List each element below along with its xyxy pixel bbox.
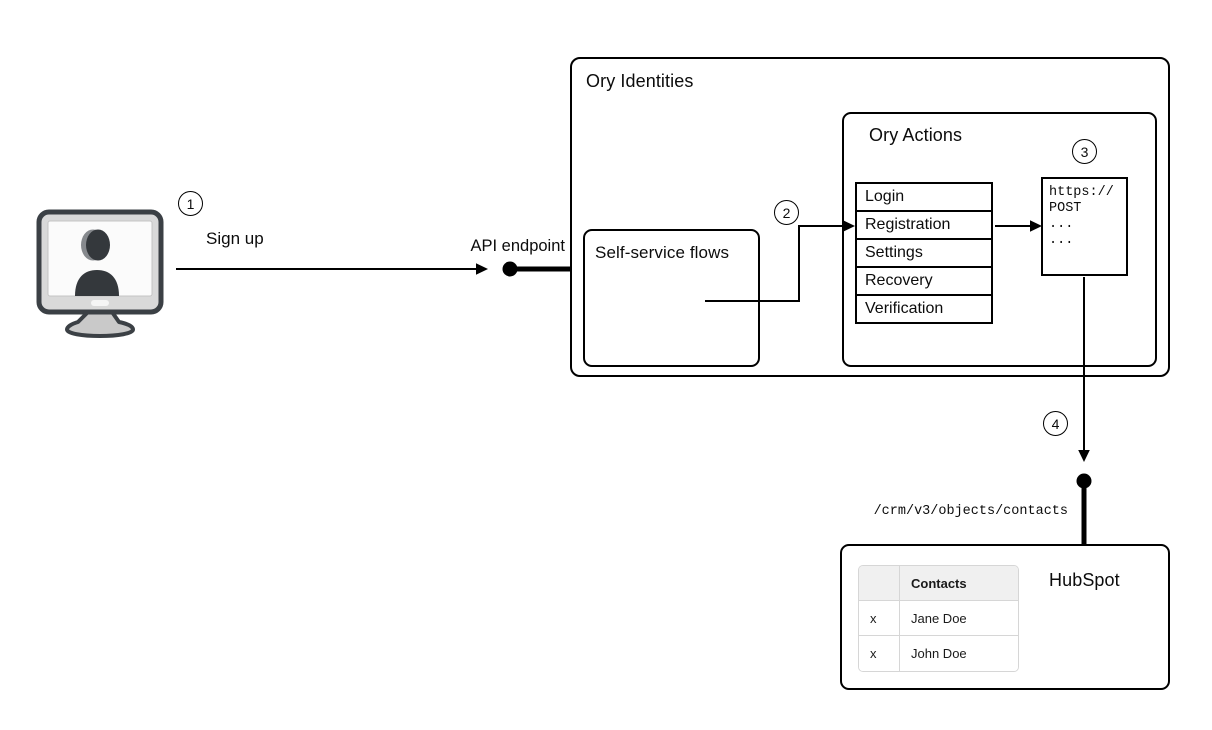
flow-item-login: Login xyxy=(855,182,993,212)
step-4-number: 4 xyxy=(1051,415,1060,432)
row-marker-cell: x xyxy=(859,601,900,636)
self-service-flows-title: Self-service flows xyxy=(595,243,730,262)
flow-to-registration-arrowhead-icon xyxy=(843,220,855,232)
step-4-badge: 4 xyxy=(1043,411,1068,436)
monitor-button xyxy=(91,300,109,306)
flow-item-settings: Settings xyxy=(855,238,993,268)
webhook-code-box: https:// POST ... ... xyxy=(1041,177,1128,276)
ory-actions-title: Ory Actions xyxy=(869,125,963,145)
registration-to-webhook-arrowhead-icon xyxy=(1030,220,1042,232)
contacts-table: Contacts x Jane Doe x John Doe xyxy=(858,565,1019,672)
self-service-flows-box: Self-service flows xyxy=(583,229,760,367)
step-2-badge: 2 xyxy=(774,200,799,225)
webhook-to-hubspot-arrowhead-icon xyxy=(1078,450,1090,462)
ory-identities-title: Ory Identities xyxy=(586,71,694,91)
code-line: ... xyxy=(1049,233,1074,248)
code-line: ... xyxy=(1049,217,1074,232)
flow-to-registration-line xyxy=(705,225,844,302)
ory-actions-box: Ory Actions xyxy=(842,112,1157,367)
row-marker-cell: x xyxy=(859,636,900,671)
user-silhouette xyxy=(75,229,119,296)
flow-list: Login Registration Settings Recovery Ver… xyxy=(855,182,993,324)
api-endpoint-label: API endpoint xyxy=(470,237,566,255)
contacts-table-row: x Jane Doe xyxy=(859,601,1018,636)
step-2-number: 2 xyxy=(782,204,791,221)
step-3-badge: 3 xyxy=(1072,139,1097,164)
step-1-badge: 1 xyxy=(178,191,203,216)
signup-arrowhead-icon xyxy=(476,263,488,275)
flow-item-verification: Verification xyxy=(855,294,993,324)
hubspot-endpoint-dot-icon xyxy=(1076,473,1092,489)
hubspot-box: HubSpot Contacts x Jane Doe x John Doe xyxy=(840,544,1170,690)
header-cell-contacts: Contacts xyxy=(900,566,1018,601)
contacts-table-header-row: Contacts xyxy=(859,566,1018,601)
sign-up-label: Sign up xyxy=(206,229,264,248)
flow-item-registration: Registration xyxy=(855,210,993,240)
hubspot-title: HubSpot xyxy=(1049,570,1120,590)
code-line: POST xyxy=(1049,201,1082,216)
crm-path-label: /crm/v3/objects/contacts xyxy=(873,504,1068,519)
code-line: https:// xyxy=(1049,185,1114,200)
monitor-stand xyxy=(65,310,135,338)
ory-identities-box: Ory Identities xyxy=(570,57,1170,377)
contacts-table-row: x John Doe xyxy=(859,636,1018,671)
api-endpoint-dot-icon xyxy=(502,261,518,277)
step-3-number: 3 xyxy=(1080,143,1089,160)
contact-name-cell: John Doe xyxy=(900,636,1018,671)
flow-item-recovery: Recovery xyxy=(855,266,993,296)
user-computer-monitor-icon xyxy=(36,209,164,338)
contact-name-cell: Jane Doe xyxy=(900,601,1018,636)
header-cell-blank xyxy=(859,566,900,601)
step-1-number: 1 xyxy=(186,195,195,212)
